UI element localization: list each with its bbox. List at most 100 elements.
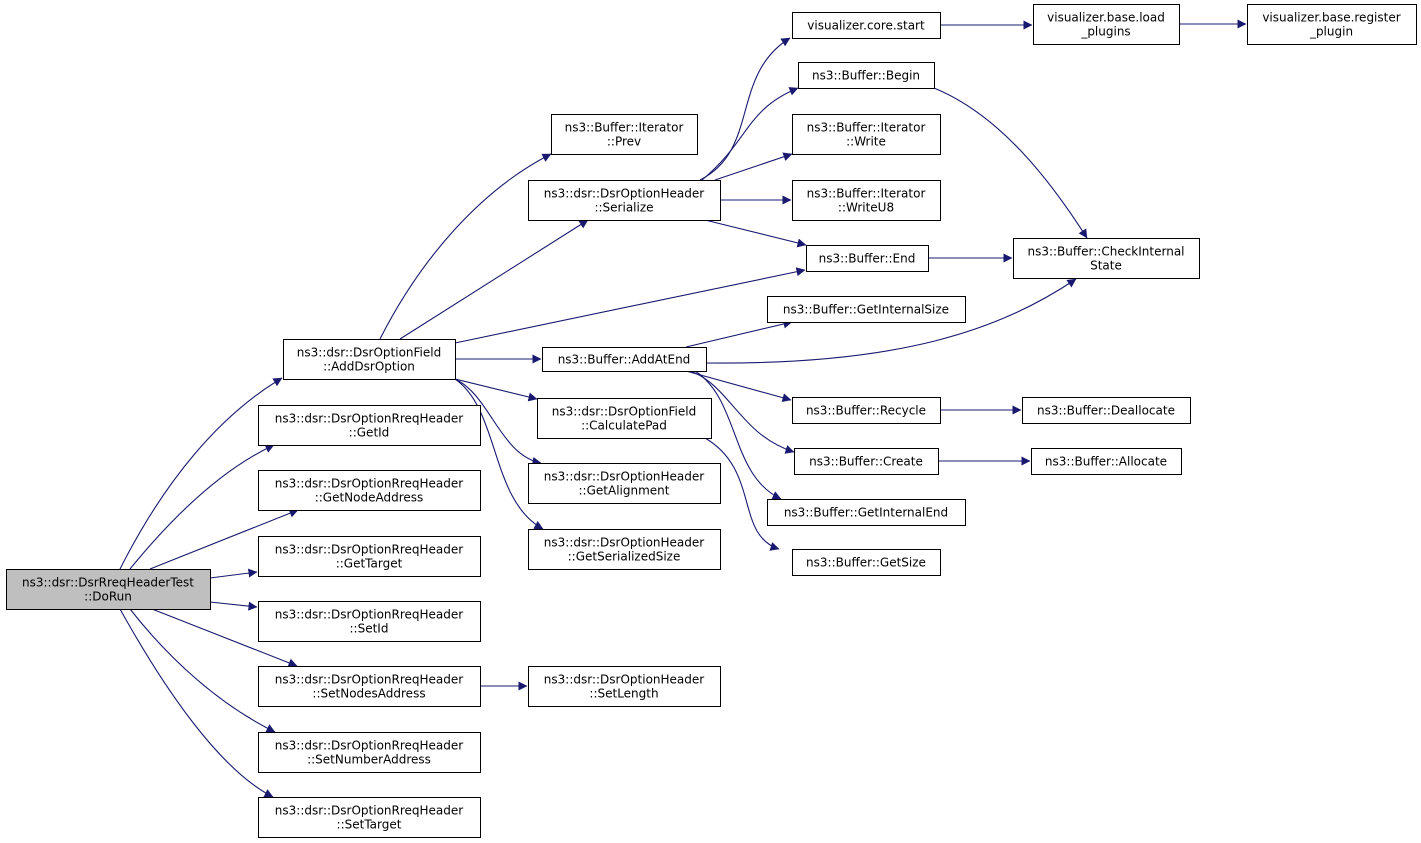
node-box <box>542 347 707 372</box>
node-label-line: ns3::dsr::DsrOptionHeader <box>544 536 704 550</box>
node-deallocate[interactable]: ns3::Buffer::Deallocate <box>1022 397 1191 424</box>
node-label-line: ns3::Buffer::Create <box>809 455 923 469</box>
node-label-line: ns3::Buffer::GetInternalEnd <box>784 506 948 520</box>
node-setnumberaddress[interactable]: ns3::dsr::DsrOptionRreqHeader::SetNumber… <box>258 732 481 773</box>
edge-adddsroption-to-iterprev <box>379 153 552 340</box>
node-recycle[interactable]: ns3::Buffer::Recycle <box>792 397 941 424</box>
node-setlength[interactable]: ns3::dsr::DsrOptionHeader::SetLength <box>528 666 721 707</box>
edge-addatend-to-getinternalend <box>694 370 782 500</box>
node-label-line: ns3::Buffer::Deallocate <box>1037 404 1175 418</box>
node-getsize[interactable]: ns3::Buffer::GetSize <box>792 549 941 576</box>
node-label-line: ::SetLength <box>589 687 658 701</box>
node-bufbegin[interactable]: ns3::Buffer::Begin <box>798 62 935 89</box>
node-calculatepad[interactable]: ns3::dsr::DsrOptionField::CalculatePad <box>537 398 712 439</box>
node-box <box>767 296 966 323</box>
node-label-line: ns3::dsr::DsrOptionField <box>552 405 696 419</box>
node-box <box>1022 397 1191 424</box>
node-label-line: ::AddDsrOption <box>323 360 415 374</box>
edge-addatend-to-getinternalsize <box>685 319 793 348</box>
node-loadplugins[interactable]: visualizer.base.load_plugins <box>1033 4 1180 45</box>
edge-serialize-to-bufbegin <box>701 87 799 181</box>
edge-dorun-to-adddsroption <box>119 377 283 570</box>
node-label-line: ns3::Buffer::CheckInternal <box>1027 245 1184 259</box>
node-label-line: ::GetId <box>349 426 390 440</box>
edge-adddsroption-to-calculatepad <box>454 378 538 402</box>
node-label-line: _plugin <box>1309 25 1353 39</box>
node-setnodesaddress[interactable]: ns3::dsr::DsrOptionRreqHeader::SetNodesA… <box>258 666 481 707</box>
node-label-line: ::GetSerializedSize <box>568 550 681 564</box>
node-iterwriteu8[interactable]: ns3::Buffer::Iterator::WriteU8 <box>792 180 941 221</box>
edge-dorun-to-getid <box>129 444 275 570</box>
node-setid[interactable]: ns3::dsr::DsrOptionRreqHeader::SetId <box>258 601 481 642</box>
node-label-line: ns3::dsr::DsrOptionRreqHeader <box>275 412 463 426</box>
edge-adddsroption-to-bufend <box>454 267 806 344</box>
node-box <box>528 529 721 570</box>
edge-calculatepad-to-getsize <box>704 437 780 551</box>
node-box <box>792 180 941 221</box>
node-label-line: ns3::dsr::DsrOptionRreqHeader <box>275 739 463 753</box>
node-box <box>792 12 941 39</box>
node-getalignment[interactable]: ns3::dsr::DsrOptionHeader::GetAlignment <box>528 463 721 504</box>
node-box <box>767 499 966 526</box>
node-box <box>528 666 721 707</box>
node-label-line: ::Serialize <box>594 201 653 215</box>
node-iterwrite[interactable]: ns3::Buffer::Iterator::Write <box>792 114 941 155</box>
node-getid[interactable]: ns3::dsr::DsrOptionRreqHeader::GetId <box>258 405 481 446</box>
node-getserializedsize[interactable]: ns3::dsr::DsrOptionHeader::GetSerialized… <box>528 529 721 570</box>
node-allocate[interactable]: ns3::Buffer::Allocate <box>1031 448 1182 475</box>
node-gettarget[interactable]: ns3::dsr::DsrOptionRreqHeader::GetTarget <box>258 536 481 577</box>
edge-dorun-to-getnodeaddress <box>149 508 299 570</box>
node-label-line: ::CalculatePad <box>581 419 667 433</box>
nodes-layer: ns3::dsr::DsrRreqHeaderTest::DoRunns3::d… <box>6 4 1417 838</box>
node-label-line: ns3::dsr::DsrOptionRreqHeader <box>275 673 463 687</box>
node-label-line: ns3::Buffer::Recycle <box>806 404 926 418</box>
node-label-line: State <box>1090 259 1122 273</box>
node-box <box>528 180 721 221</box>
node-label-line: ns3::dsr::DsrOptionRreqHeader <box>275 608 463 622</box>
edge-dorun-to-setid <box>209 601 258 611</box>
edge-adddsroption-to-serialize <box>399 219 589 340</box>
node-label-line: ::GetTarget <box>336 557 403 571</box>
node-label-line: ns3::dsr::DsrRreqHeaderTest <box>22 576 194 590</box>
node-settarget[interactable]: ns3::dsr::DsrOptionRreqHeader::SetTarget <box>258 797 481 838</box>
node-box <box>792 114 941 155</box>
node-box <box>1033 4 1180 45</box>
edge-serialize-to-corestart <box>699 37 791 181</box>
node-label-line: ::GetAlignment <box>579 484 670 498</box>
edge-bufbegin-to-checkinternalstate <box>933 87 1088 239</box>
node-label-line: ns3::dsr::DsrOptionField <box>297 346 441 360</box>
node-label-line: ns3::Buffer::GetSize <box>806 556 926 570</box>
node-serialize[interactable]: ns3::dsr::DsrOptionHeader::Serialize <box>528 180 721 221</box>
node-label-line: ns3::Buffer::GetInternalSize <box>783 303 949 317</box>
node-corestart[interactable]: visualizer.core.start <box>792 12 941 39</box>
node-label-line: ns3::Buffer::AddAtEnd <box>558 353 691 367</box>
node-iterprev[interactable]: ns3::Buffer::Iterator::Prev <box>551 114 698 155</box>
node-registerplugin[interactable]: visualizer.base.register_plugin <box>1247 4 1417 45</box>
node-getnodeaddress[interactable]: ns3::dsr::DsrOptionRreqHeader::GetNodeAd… <box>258 470 481 511</box>
node-getinternalsize[interactable]: ns3::Buffer::GetInternalSize <box>767 296 966 323</box>
node-label-line: ns3::Buffer::Iterator <box>807 121 926 135</box>
node-box <box>806 245 929 272</box>
node-label-line: ::SetTarget <box>337 818 402 832</box>
edge-serialize-to-bufend <box>704 219 807 248</box>
node-box <box>792 549 941 576</box>
node-addatend[interactable]: ns3::Buffer::AddAtEnd <box>542 347 707 372</box>
node-box <box>258 405 481 446</box>
node-label-line: ns3::dsr::DsrOptionRreqHeader <box>275 543 463 557</box>
node-bufend[interactable]: ns3::Buffer::End <box>806 245 929 272</box>
node-box <box>1013 238 1200 279</box>
node-adddsroption[interactable]: ns3::dsr::DsrOptionField::AddDsrOption <box>283 339 456 380</box>
node-box <box>537 398 712 439</box>
node-label-line: ns3::Buffer::Begin <box>812 69 920 83</box>
node-create[interactable]: ns3::Buffer::Create <box>794 448 939 475</box>
node-label-line: visualizer.base.load <box>1047 11 1165 25</box>
node-box <box>258 666 481 707</box>
node-getinternalend[interactable]: ns3::Buffer::GetInternalEnd <box>767 499 966 526</box>
node-label-line: ns3::Buffer::Allocate <box>1045 455 1167 469</box>
node-dorun[interactable]: ns3::dsr::DsrRreqHeaderTest::DoRun <box>6 569 211 610</box>
node-box <box>1247 4 1417 45</box>
node-box <box>528 463 721 504</box>
node-box <box>258 470 481 511</box>
